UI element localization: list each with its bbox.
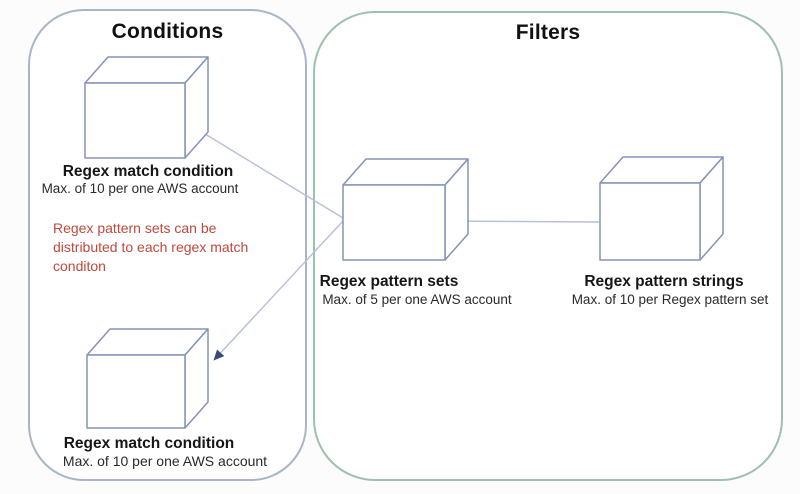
filters-group-box xyxy=(313,11,783,481)
distribution-note-line-2: distributed to each regex match xyxy=(53,239,249,255)
distribution-note-line-1: Regex pattern sets can be xyxy=(53,220,217,236)
regex-pattern-sets-sublabel: Max. of 5 per one AWS account xyxy=(322,292,512,307)
regex-pattern-strings-sublabel: Max. of 10 per Regex pattern set xyxy=(571,292,769,307)
regex-match-condition-bottom-label: Regex match condition xyxy=(63,435,235,452)
filters-group-title: Filters xyxy=(515,21,581,44)
regex-match-condition-bottom-sublabel: Max. of 10 per one AWS account xyxy=(62,453,268,469)
regex-pattern-strings-label: Regex pattern strings xyxy=(584,273,744,290)
regex-match-condition-top-sublabel: Max. of 10 per one AWS account xyxy=(41,181,239,196)
conditions-group-title: Conditions xyxy=(111,20,224,43)
regex-pattern-sets-label: Regex pattern sets xyxy=(319,273,459,290)
regex-match-condition-top-label: Regex match condition xyxy=(62,163,234,180)
distribution-note-line-3: conditon xyxy=(53,258,106,274)
distribution-note: Regex pattern sets can be distributed to… xyxy=(53,219,283,276)
